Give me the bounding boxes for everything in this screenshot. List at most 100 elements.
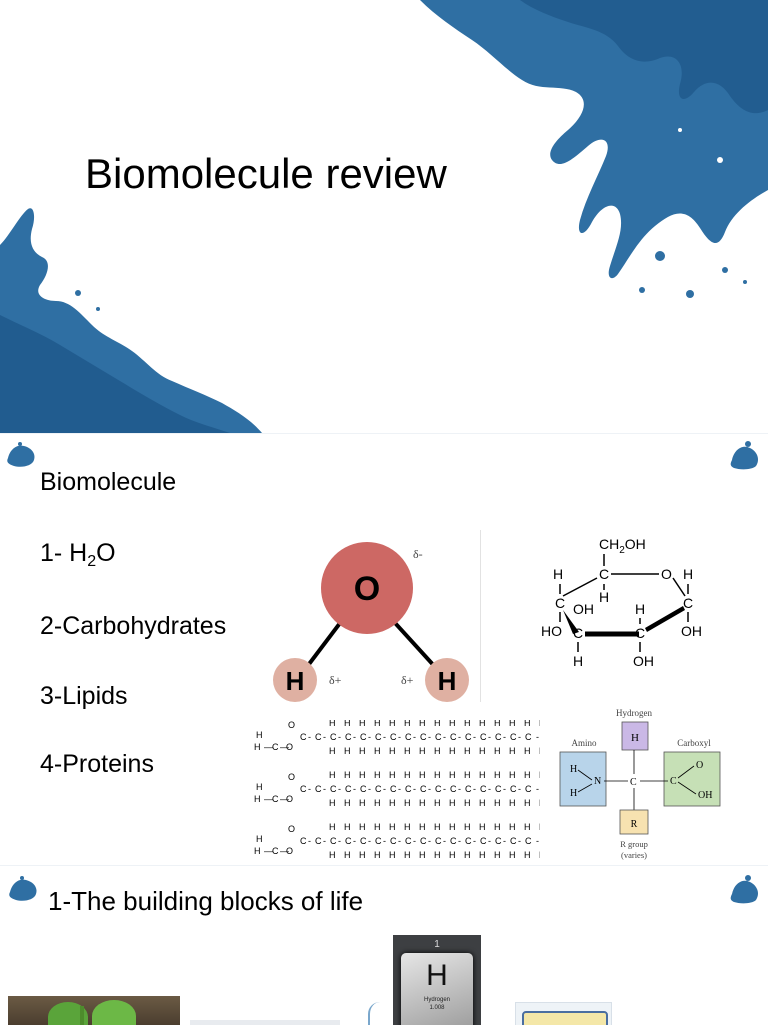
lipid-bond: - (458, 732, 461, 742)
lipid-atom-h: H (479, 720, 486, 728)
lipid-atom-c: C (272, 846, 279, 856)
lipid-atom-h: H (374, 822, 381, 832)
water-prefix: 1- H (40, 539, 88, 567)
lipid-atom-h: H (404, 720, 411, 728)
lipid-atom-c: C (450, 784, 457, 794)
lipid-atom-c: C (330, 732, 337, 742)
lipid-atom-c: C (525, 784, 532, 794)
bracket-shape (368, 1002, 382, 1025)
lipid-atom-c: C (405, 732, 412, 742)
lipid-atom-c: C (525, 836, 532, 846)
lipid-atom-h: H (329, 798, 336, 808)
lipid-atom-h: H (509, 798, 516, 808)
lipid-bond: — (264, 794, 273, 804)
svg-text:H: H (635, 601, 645, 617)
lipid-bond: - (398, 836, 401, 846)
lipid-atom-h: H (374, 770, 381, 780)
lipid-atom-h: H (419, 746, 426, 756)
lipid-atom-c: C (525, 732, 532, 742)
lipid-atom-h: H (449, 850, 456, 860)
lipid-atom-h: H (344, 746, 351, 756)
svg-text:C: C (635, 625, 645, 641)
lipid-bond: - (368, 784, 371, 794)
lipid-atom-c: C (420, 784, 427, 794)
svg-text:Carboxyl: Carboxyl (677, 738, 711, 748)
lipid-atom-o: O (286, 794, 293, 804)
lipid-bond: - (398, 732, 401, 742)
svg-text:C: C (573, 625, 583, 641)
paint-blob-top-left (7, 442, 35, 467)
svg-text:H: H (573, 653, 583, 669)
lipid-atom-h: H (389, 770, 396, 780)
lipid-atom-o: O (288, 720, 295, 730)
lipid-atom-o: O (286, 846, 293, 856)
lipid-atom-h: H (359, 720, 366, 728)
svg-text:C: C (555, 595, 565, 611)
svg-text:H: H (599, 589, 609, 605)
svg-text:Hydrogen: Hydrogen (616, 708, 652, 718)
lipid-bond: - (308, 836, 311, 846)
svg-text:O: O (696, 760, 703, 771)
lipid-atom-h: H (479, 850, 486, 860)
lipid-atom-c: C (315, 732, 322, 742)
lipid-atom-h: H (509, 850, 516, 860)
lipid-atom-h: H (479, 798, 486, 808)
lipid-atom-h: H (419, 822, 426, 832)
lipid-atom-h: H (524, 822, 531, 832)
lipid-atom-h: H (389, 720, 396, 728)
lipid-atom-h: H (344, 720, 351, 728)
lipid-bond: — (280, 794, 289, 804)
lipid-atom-c: C (465, 732, 472, 742)
lipid-atom-h: H (449, 720, 456, 728)
lipid-atom-h: H (344, 850, 351, 860)
lipid-atom-c: C (345, 732, 352, 742)
lipid-bond: - (338, 732, 341, 742)
lipid-atom-h: H (434, 746, 441, 756)
lipid-atom-h: H (434, 770, 441, 780)
element-mass: 1.008 (429, 1005, 445, 1011)
carboxyl-box (663, 751, 721, 807)
lipid-atom-c: C (450, 732, 457, 742)
lipid-bond: - (308, 784, 311, 794)
lipid-atom-h: H (509, 720, 516, 728)
lipid-atom-c: C (465, 784, 472, 794)
lipid-atom-h: H (434, 798, 441, 808)
list-item-water: 1- H2O (40, 539, 116, 570)
svg-text:H: H (553, 566, 563, 582)
lipid-atom-c: C (360, 784, 367, 794)
svg-text:C: C (683, 595, 693, 611)
lipid-atom-c: C (360, 732, 367, 742)
lipid-atom-h: H (329, 770, 336, 780)
lipid-atom-h: H (524, 850, 531, 860)
svg-text:R group: R group (620, 839, 648, 849)
lipid-atom-c: C (495, 732, 502, 742)
lipid-atom-o: O (286, 742, 293, 752)
svg-text:H: H (438, 666, 457, 696)
element-symbol: H (426, 959, 448, 992)
svg-text:δ-: δ- (413, 547, 423, 561)
lipid-atom-h: H (256, 834, 263, 844)
lipid-atom-h: H (449, 822, 456, 832)
lipid-bond: — (264, 846, 273, 856)
lipid-bond: - (383, 836, 386, 846)
lipid-atom-c: C (360, 836, 367, 846)
element-name: Hydrogen (423, 997, 450, 1003)
lipid-atom-c: C (480, 784, 487, 794)
lipid-bond: — (280, 846, 289, 856)
svg-text:H: H (570, 788, 577, 799)
lipid-atom-h: H (419, 770, 426, 780)
lipid-bond: - (398, 784, 401, 794)
svg-text:O: O (354, 570, 380, 608)
card-thumbnail (515, 1002, 612, 1025)
list-heading: Biomolecule (40, 468, 177, 496)
lipid-atom-h: H (359, 770, 366, 780)
lipid-atom-c: C (480, 732, 487, 742)
lipid-atom-h: H (344, 770, 351, 780)
paint-blob-right (730, 875, 758, 904)
lipid-bond: - (536, 732, 539, 742)
svg-text:C: C (630, 777, 637, 788)
lipid-atom-h: H (254, 742, 261, 752)
lipid-atom-c: C (300, 836, 307, 846)
lipid-atom-c: C (300, 784, 307, 794)
lipid-bond: - (488, 836, 491, 846)
